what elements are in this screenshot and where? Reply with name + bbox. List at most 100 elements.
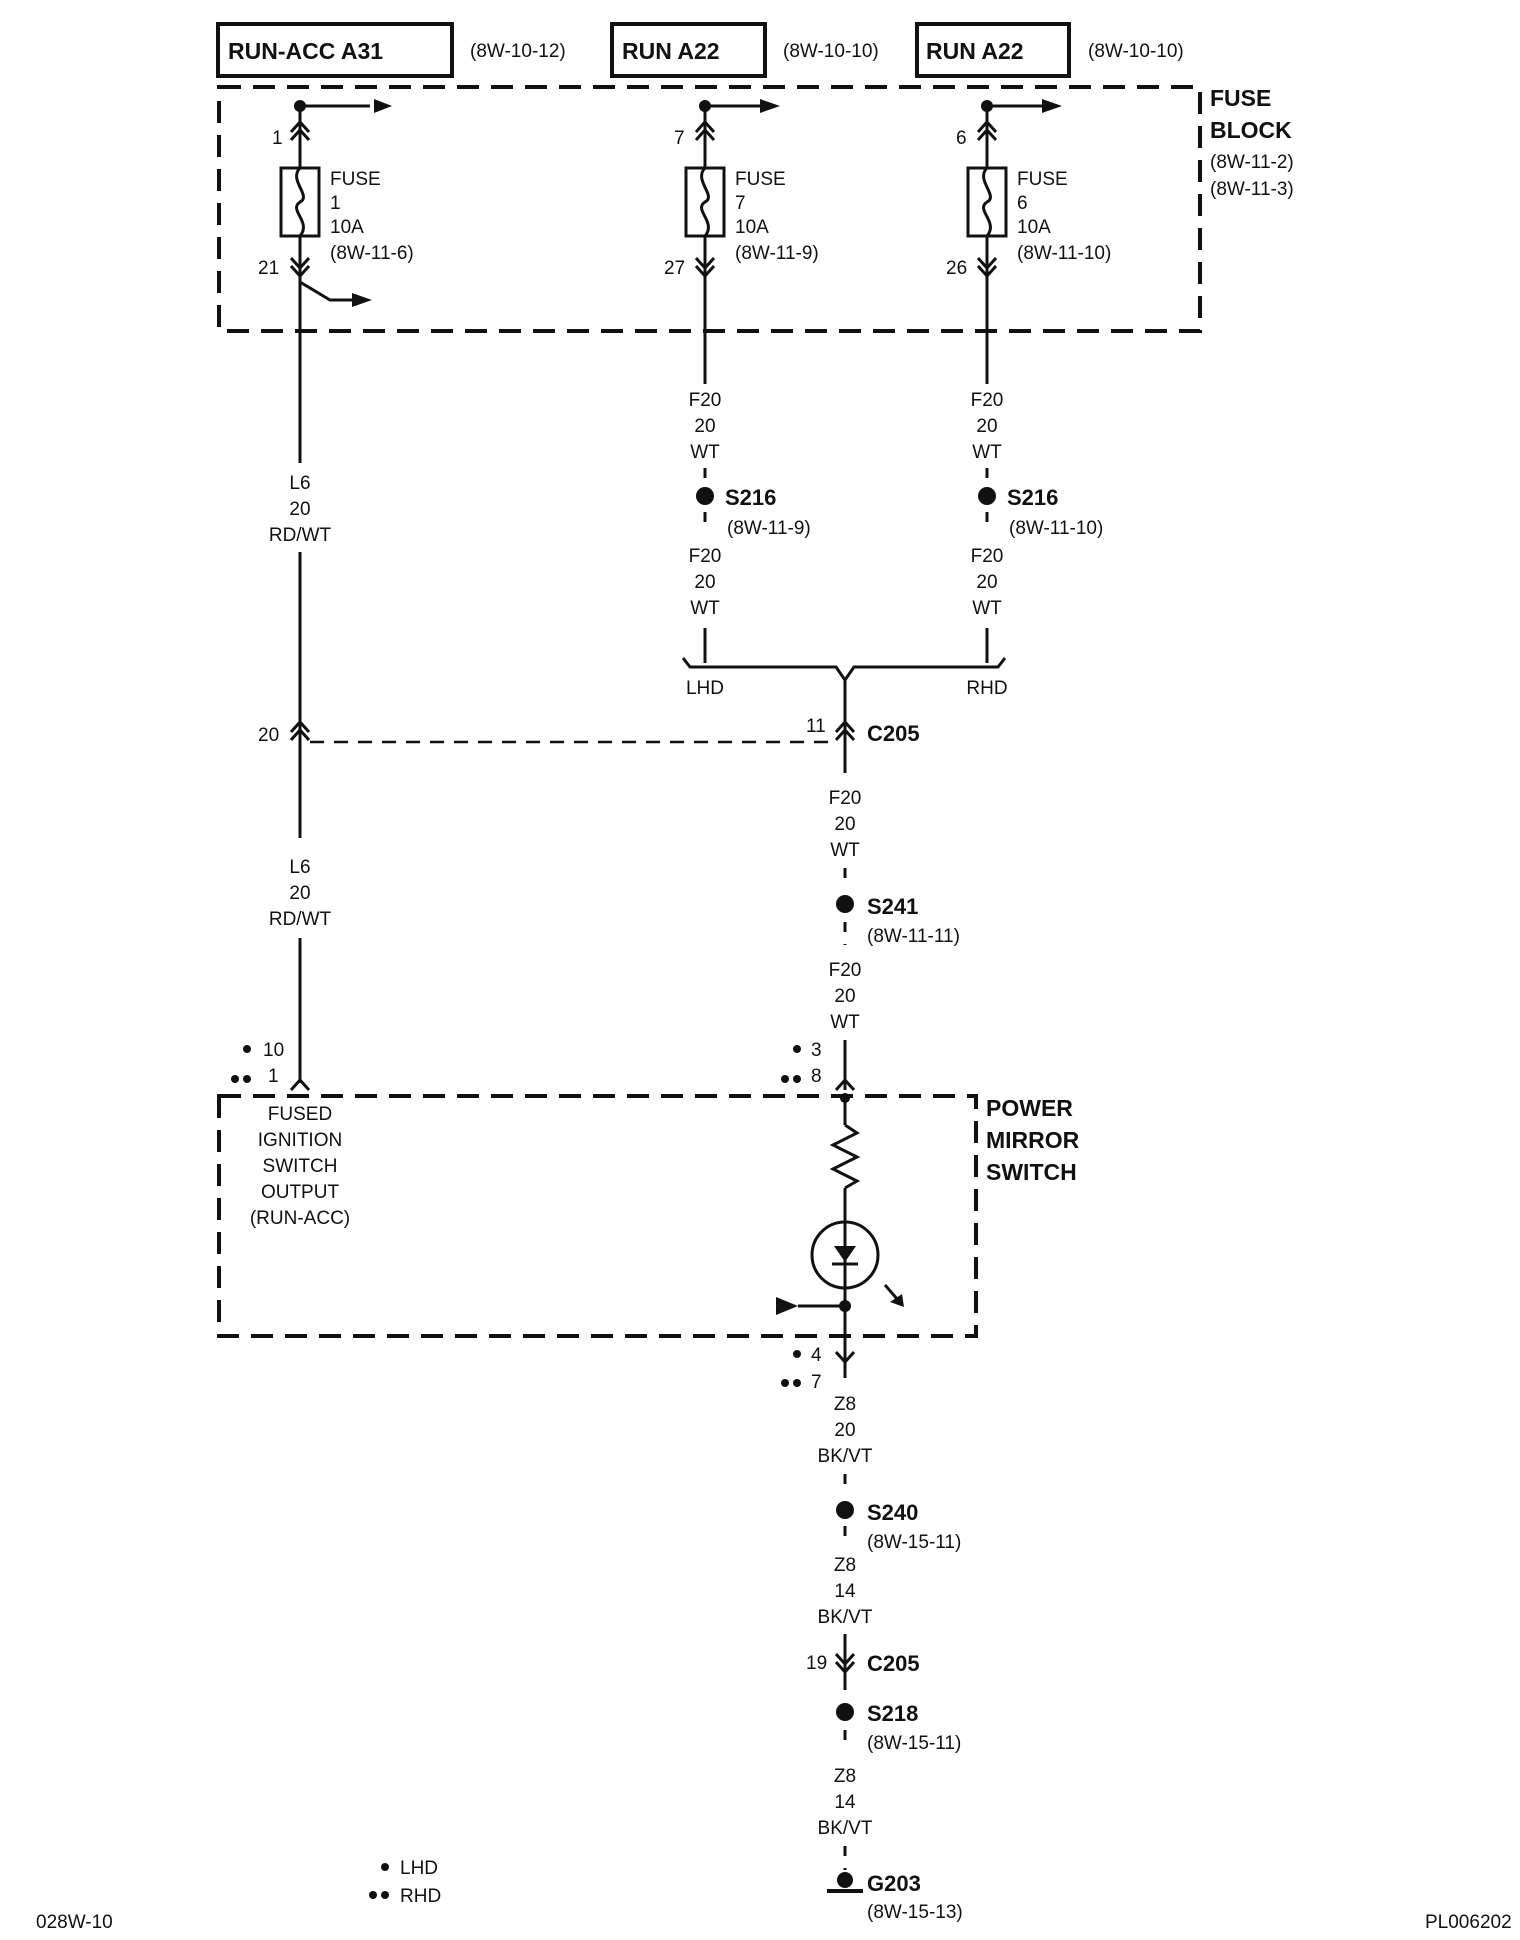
- branch-lhd: LHD: [686, 678, 724, 699]
- connector-pin: 20: [258, 725, 279, 746]
- fuse-rating: 10A: [1017, 217, 1051, 238]
- wire-label: 14: [834, 1581, 856, 1602]
- circuit-z8: Z8 20 BK/VT S240 (8W-15-11) Z8 14 BK/VT …: [806, 1360, 963, 1923]
- output-label-line: OUTPUT: [261, 1182, 340, 1203]
- wire-label: RD/WT: [269, 525, 332, 546]
- fuse-label: FUSE: [1017, 169, 1068, 190]
- wire-label: Z8: [834, 1394, 856, 1415]
- output-label-line: FUSED: [268, 1104, 332, 1125]
- wire-label: WT: [830, 1012, 860, 1033]
- fuse-in-pin: 1: [272, 128, 283, 149]
- fuse-block-title: FUSE: [1210, 85, 1271, 111]
- source-ref: (8W-10-12): [470, 41, 566, 62]
- wire-label: WT: [972, 442, 1002, 463]
- fuse-number: 1: [330, 193, 341, 214]
- circuit-f20-rhd: F20 20 WT S216 (8W-11-10) F20 20 WT: [971, 390, 1103, 663]
- fuse-in-pin: 6: [956, 128, 967, 149]
- switch-title: POWER: [986, 1095, 1073, 1121]
- source-label: RUN A22: [926, 38, 1024, 64]
- splice-dot: [696, 487, 714, 505]
- wire-label: BK/VT: [818, 1607, 873, 1628]
- wire-label: L6: [289, 857, 310, 878]
- fuse-number: 7: [735, 193, 746, 214]
- wire-label: BK/VT: [818, 1446, 873, 1467]
- power-mirror-switch-outline: [217, 1094, 978, 1338]
- wire-label: WT: [830, 840, 860, 861]
- wire-label: Z8: [834, 1766, 856, 1787]
- fuse-out-pin: 26: [946, 258, 967, 279]
- switch-pin-lhd: 10: [263, 1040, 284, 1061]
- wire-label: L6: [289, 473, 310, 494]
- ground-name: G203: [867, 1871, 921, 1896]
- input-arrow-icon: [776, 1297, 798, 1315]
- splice-ref: (8W-11-11): [867, 926, 960, 947]
- switch-title: SWITCH: [986, 1159, 1077, 1185]
- switch-title: MIRROR: [986, 1127, 1080, 1153]
- fuse-block-title: BLOCK: [1210, 117, 1292, 143]
- wire-label: F20: [689, 390, 722, 411]
- fuse-block-ref: (8W-11-3): [1210, 179, 1294, 200]
- wire-label: F20: [829, 788, 862, 809]
- wire-label: Z8: [834, 1555, 856, 1576]
- splice-ref: (8W-15-11): [867, 1733, 961, 1754]
- wire-label: F20: [689, 546, 722, 567]
- legend-lhd: LHD: [400, 1858, 438, 1879]
- connector-c205: C205: [867, 721, 920, 746]
- splice-name: S218: [867, 1701, 918, 1726]
- fuse-out-pin: 27: [664, 258, 685, 279]
- output-label-line: IGNITION: [258, 1130, 342, 1151]
- circuit-l6: L6 20 RD/WT 20 L6 20 RD/WT 10 1: [231, 285, 332, 1092]
- figure-id: PL006202: [1425, 1912, 1512, 1933]
- switch-pin-rhd: 7: [811, 1372, 822, 1393]
- output-label-line: SWITCH: [263, 1156, 338, 1177]
- wire-label: BK/VT: [818, 1818, 873, 1839]
- wire-label: 20: [976, 572, 997, 593]
- switch-internal-circuit: [776, 1093, 904, 1365]
- fuse-ref: (8W-11-6): [330, 243, 414, 264]
- wire-label: 20: [976, 416, 997, 437]
- page-code: 028W-10: [36, 1912, 113, 1933]
- source-run-a22-rhd: RUN A22 (8W-10-10): [915, 22, 1184, 78]
- fuse-rating: 10A: [735, 217, 769, 238]
- fuse-6: 6 FUSE 6 10A (8W-11-10) 26: [946, 99, 1111, 384]
- wire-label: F20: [971, 546, 1004, 567]
- circuit-f20-lhd: F20 20 WT S216 (8W-11-9) F20 20 WT: [689, 390, 811, 663]
- source-run-acc-a31: RUN-ACC A31 (8W-10-12): [216, 22, 566, 78]
- switch-pin-rhd: 1: [268, 1066, 279, 1087]
- fuse-number: 6: [1017, 193, 1028, 214]
- wire-label: RD/WT: [269, 909, 332, 930]
- fuse-out-pin: 21: [258, 258, 279, 279]
- splice-name: S216: [1007, 485, 1058, 510]
- switch-pin-lhd: 4: [811, 1345, 822, 1366]
- branch-rhd: RHD: [966, 678, 1007, 699]
- switch-pin-rhd: 8: [811, 1066, 822, 1087]
- wire-label: 20: [834, 986, 855, 1007]
- source-ref: (8W-10-10): [1088, 41, 1184, 62]
- legend-rhd: RHD: [400, 1886, 441, 1907]
- fuse-label: FUSE: [330, 169, 381, 190]
- fused-ignition-output-label: FUSED IGNITION SWITCH OUTPUT (RUN-ACC): [250, 1104, 350, 1229]
- resistor-icon: [829, 1123, 861, 1190]
- fuse-7: 7 FUSE 7 10A (8W-11-9) 27: [664, 99, 819, 384]
- splice-dot: [978, 487, 996, 505]
- wire-label: WT: [690, 442, 720, 463]
- fuse-in-pin: 7: [674, 128, 685, 149]
- wire-label: 20: [289, 499, 310, 520]
- circuit-f20-center: 11 C205 F20 20 WT S241 (8W-11-11) F20 20…: [781, 680, 960, 1092]
- splice-dot: [836, 895, 854, 913]
- source-run-a22-lhd: RUN A22 (8W-10-10): [610, 22, 879, 78]
- switch-pin-lhd: 3: [811, 1040, 822, 1061]
- output-label-line: (RUN-ACC): [250, 1208, 350, 1229]
- wire-label: 20: [834, 814, 855, 835]
- wire-label: F20: [829, 960, 862, 981]
- wire-label: 20: [289, 883, 310, 904]
- splice-name: S240: [867, 1500, 918, 1525]
- wire-label: 20: [834, 1420, 855, 1441]
- splice-dot: [836, 1501, 854, 1519]
- source-label: RUN A22: [622, 38, 720, 64]
- connector-pin: 19: [806, 1653, 827, 1674]
- fuse-rating: 10A: [330, 217, 364, 238]
- wire-label: 20: [694, 572, 715, 593]
- splice-ref: (8W-11-10): [1009, 518, 1103, 539]
- source-label: RUN-ACC A31: [228, 38, 383, 64]
